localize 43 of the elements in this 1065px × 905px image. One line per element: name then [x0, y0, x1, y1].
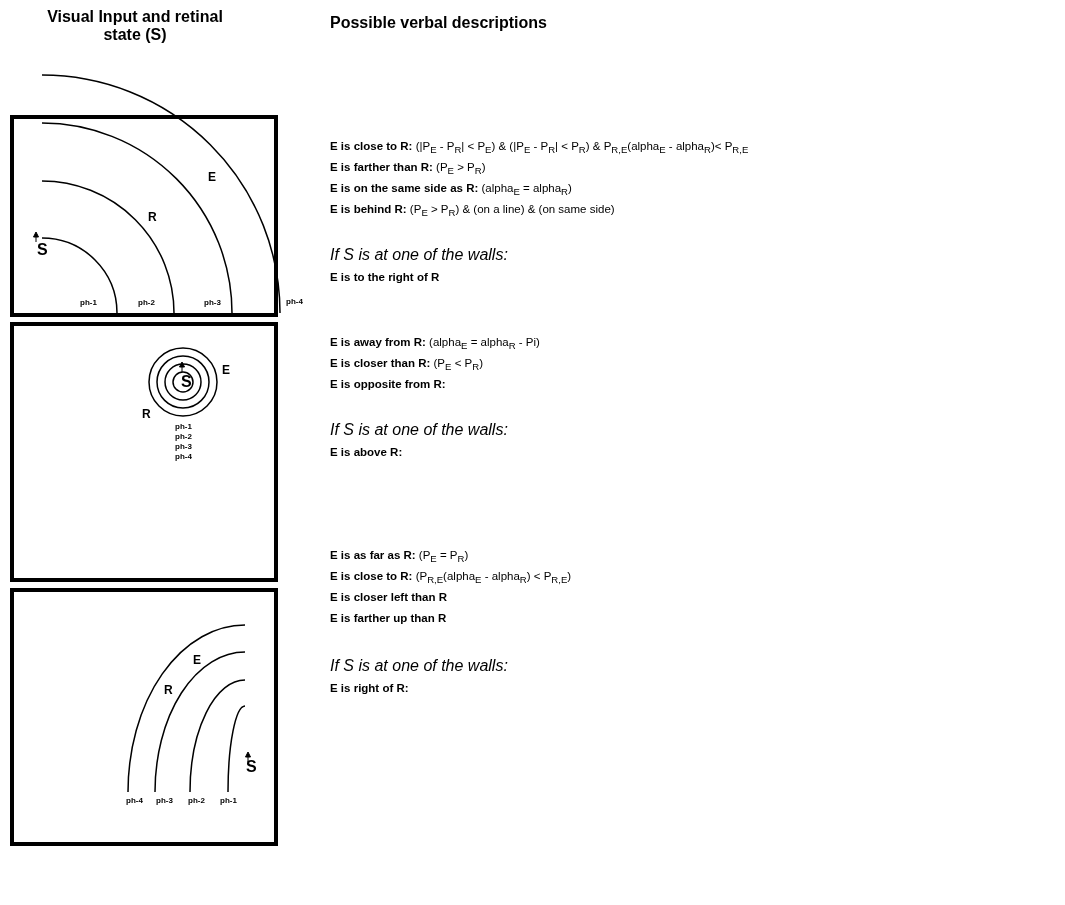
description-text: E is behind R: (P$_{E}$ > P$_{R}$) & (on a line) & (on same side) [330, 203, 615, 219]
description-text: E is farther than R: (P$_{E}$ > P$_{R}$) [330, 161, 486, 177]
photoreceptor-label: ph-2 [175, 433, 192, 441]
scene-panel [10, 115, 278, 317]
scene-panel [10, 588, 278, 846]
point-letter: E [222, 364, 230, 376]
photoreceptor-label: ph-1 [220, 797, 237, 805]
photoreceptor-label: ph-1 [80, 299, 97, 307]
photoreceptor-label: ph-3 [156, 797, 173, 805]
photoreceptor-label: ph-3 [204, 299, 221, 307]
condition-note: If S is at one of the walls: [330, 246, 508, 264]
observer-letter: S [37, 244, 48, 256]
photoreceptor-label: ph-2 [188, 797, 205, 805]
column-heading: Visual Input and retinal state (S) [46, 8, 224, 44]
photoreceptor-label: ph-4 [126, 797, 143, 805]
description-text: E is above R: [330, 446, 403, 458]
scene-panel [10, 322, 278, 582]
observer-letter: S [246, 761, 257, 773]
description-text: E is away from R: (alpha$_{E}$ = alpha$_{R}$ - Pi) [330, 336, 540, 352]
photoreceptor-label: ph-1 [175, 423, 192, 431]
photoreceptor-label: ph-4 [286, 298, 303, 306]
point-letter: E [193, 654, 201, 666]
description-text: E is on the same side as R: (alpha$_{E}$ = alpha$_{R}$) [330, 182, 572, 198]
description-text: E is closer than R: (P$_{E}$ < P$_{R}$) [330, 357, 483, 373]
photoreceptor-label: ph-3 [175, 443, 192, 451]
description-text: E is right of R: [330, 682, 409, 694]
condition-note: If S is at one of the walls: [330, 421, 508, 439]
description-text: E is closer left than R [330, 591, 447, 603]
point-letter: E [208, 171, 216, 183]
description-text: E is as far as R: (P$_{E}$ = P$_{R}$) [330, 549, 469, 565]
photoreceptor-label: ph-4 [175, 453, 192, 461]
observer-letter: S [181, 376, 192, 388]
description-text: E is close to R: (|P$_{E}$ - P$_{R}$| < P$_{E}$) & (|P$_{E}$ - P$_{R}$| < P$_{R}$) & P$_{R,E}$(alpha$_{E}$ - alpha$_{R}$)< P$_{R,E}$ [330, 140, 749, 156]
column-heading: Possible verbal descriptions [330, 14, 547, 32]
description-text: E is close to R: (P$_{R,E}$(alpha$_{E}$ - alpha$_{R}$) < P$_{R,E}$) [330, 570, 572, 586]
point-letter: R [148, 211, 157, 223]
description-text: E is opposite from R: [330, 378, 446, 390]
photoreceptor-label: ph-2 [138, 299, 155, 307]
description-text: E is farther up than R [330, 612, 447, 624]
description-text: E is to the right of R [330, 271, 440, 283]
point-letter: R [142, 408, 151, 420]
condition-note: If S is at one of the walls: [330, 657, 508, 675]
point-letter: R [164, 684, 173, 696]
